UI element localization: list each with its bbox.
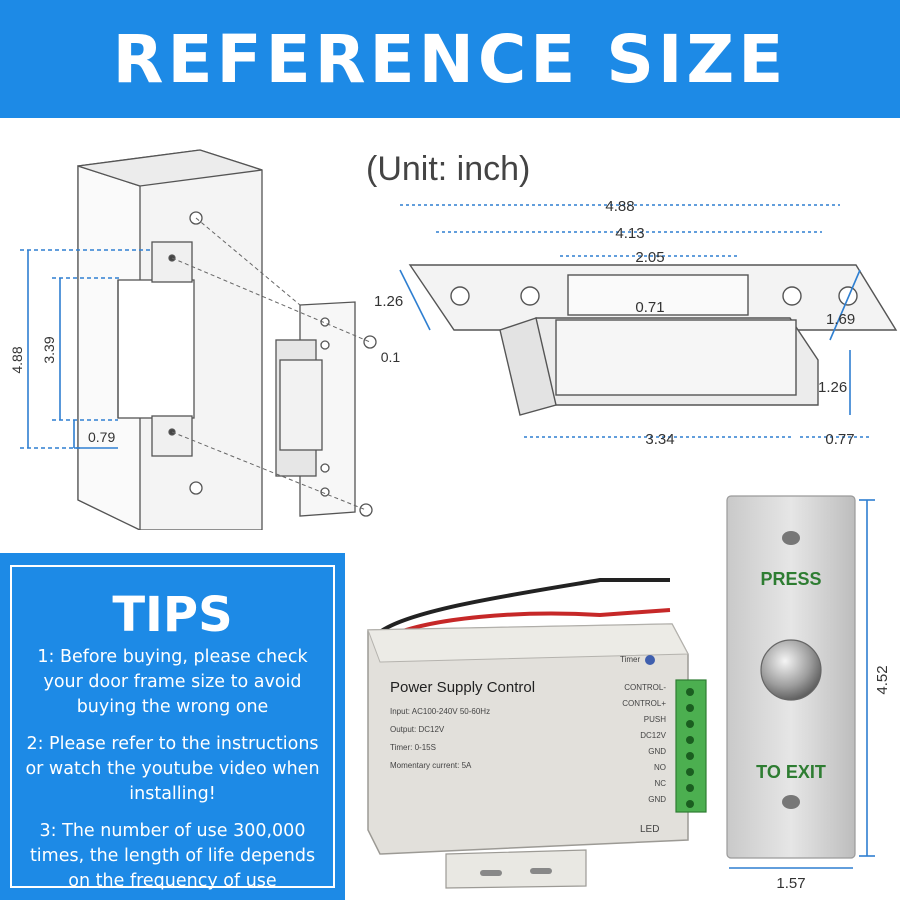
exit-button-panel: PRESS TO EXIT 4.52 1.57 xyxy=(726,495,891,892)
spec-line: Input: AC100-240V 50-60Hz xyxy=(390,707,490,716)
terminal-label: CONTROL- xyxy=(624,683,666,692)
tip-item: 2: Please refer to the instructions or w… xyxy=(25,734,320,804)
led-label: LED xyxy=(640,824,659,835)
screw-icon xyxy=(189,481,203,495)
strike-plate-side-label: 1.69 xyxy=(826,311,855,328)
screw-icon xyxy=(359,503,373,517)
strike-body-offset-label: 0.77 xyxy=(825,431,854,448)
timer-icon xyxy=(645,655,655,665)
terminal-label: NO xyxy=(654,763,666,772)
tips-border: TIPS 1: Before buying, please check your… xyxy=(10,565,335,891)
strike-body-length-label: 3.34 xyxy=(645,431,674,448)
strike-total-length-label: 4.88 xyxy=(605,198,634,215)
banner-title: REFERENCE SIZE xyxy=(112,20,788,98)
mount-hole xyxy=(782,795,800,809)
press-label: PRESS xyxy=(760,569,821,589)
frame-offset-label: 0.79 xyxy=(88,429,115,445)
terminal-label: NC xyxy=(654,779,666,788)
door-frame-drawing: 4.88 3.39 0.79 0.12 xyxy=(9,149,400,530)
strike-lip-width-label: 0.71 xyxy=(635,299,664,316)
frame-tab-bottom xyxy=(151,415,193,457)
strike-dimension-drawing: 4.88 4.13 2.05 0.71 1.26 1.69 1.26 3.34 … xyxy=(374,198,898,448)
strike-body-height-label: 1.26 xyxy=(818,379,847,396)
terminal-label: GND xyxy=(648,795,666,804)
terminal-label: GND xyxy=(648,747,666,756)
frame-mortise xyxy=(117,279,195,419)
mount-hole xyxy=(782,531,800,545)
to-exit-label: TO EXIT xyxy=(756,762,826,782)
strike-plate-height-label: 1.26 xyxy=(374,293,403,310)
terminal-label: CONTROL+ xyxy=(622,699,666,708)
timer-label: Timer xyxy=(620,655,640,664)
spec-line: Momentary current: 5A xyxy=(390,761,472,770)
screw-icon xyxy=(520,286,540,306)
terminal-block xyxy=(675,679,707,813)
hole-icon xyxy=(450,286,470,306)
tips-panel: TIPS 1: Before buying, please check your… xyxy=(0,553,345,900)
terminal-label: DC12V xyxy=(640,731,666,740)
strike-top-body-label: 2.05 xyxy=(635,249,664,266)
tip-item: 1: Before buying, please check your door… xyxy=(37,647,308,717)
spec-line: Timer: 0-15S xyxy=(390,743,436,752)
frame-height-label: 4.88 xyxy=(9,346,25,373)
frame-inner-height-label: 3.39 xyxy=(41,336,57,363)
terminal-label: PUSH xyxy=(644,715,666,724)
exit-height-label: 4.52 xyxy=(874,665,891,694)
frame-tab-top xyxy=(151,241,193,283)
screw-icon xyxy=(363,335,377,349)
spec-line: Output: DC12V xyxy=(390,725,445,734)
header-banner: REFERENCE SIZE xyxy=(0,0,900,118)
strike-hole-spacing-label: 4.13 xyxy=(615,225,644,242)
unit-label: (Unit: inch) xyxy=(366,150,531,188)
push-button-icon xyxy=(760,639,822,701)
screw-icon xyxy=(782,286,802,306)
black-wire xyxy=(378,578,670,634)
mounting-tab xyxy=(445,849,587,889)
faceplate-slot xyxy=(567,274,749,316)
frame-top xyxy=(77,149,263,187)
frame-thickness-label: 0.12 xyxy=(381,349,400,365)
exit-width-label: 1.57 xyxy=(776,875,805,892)
power-supply-title: Power Supply Control xyxy=(390,679,535,696)
power-supply-unit: Power Supply Control Input: AC100-240V 5… xyxy=(367,578,707,889)
tips-list: 1: Before buying, please check your door… xyxy=(18,645,327,906)
tip-item: 3: The number of use 300,000 times, the … xyxy=(29,821,316,891)
tips-title: TIPS xyxy=(112,587,233,643)
